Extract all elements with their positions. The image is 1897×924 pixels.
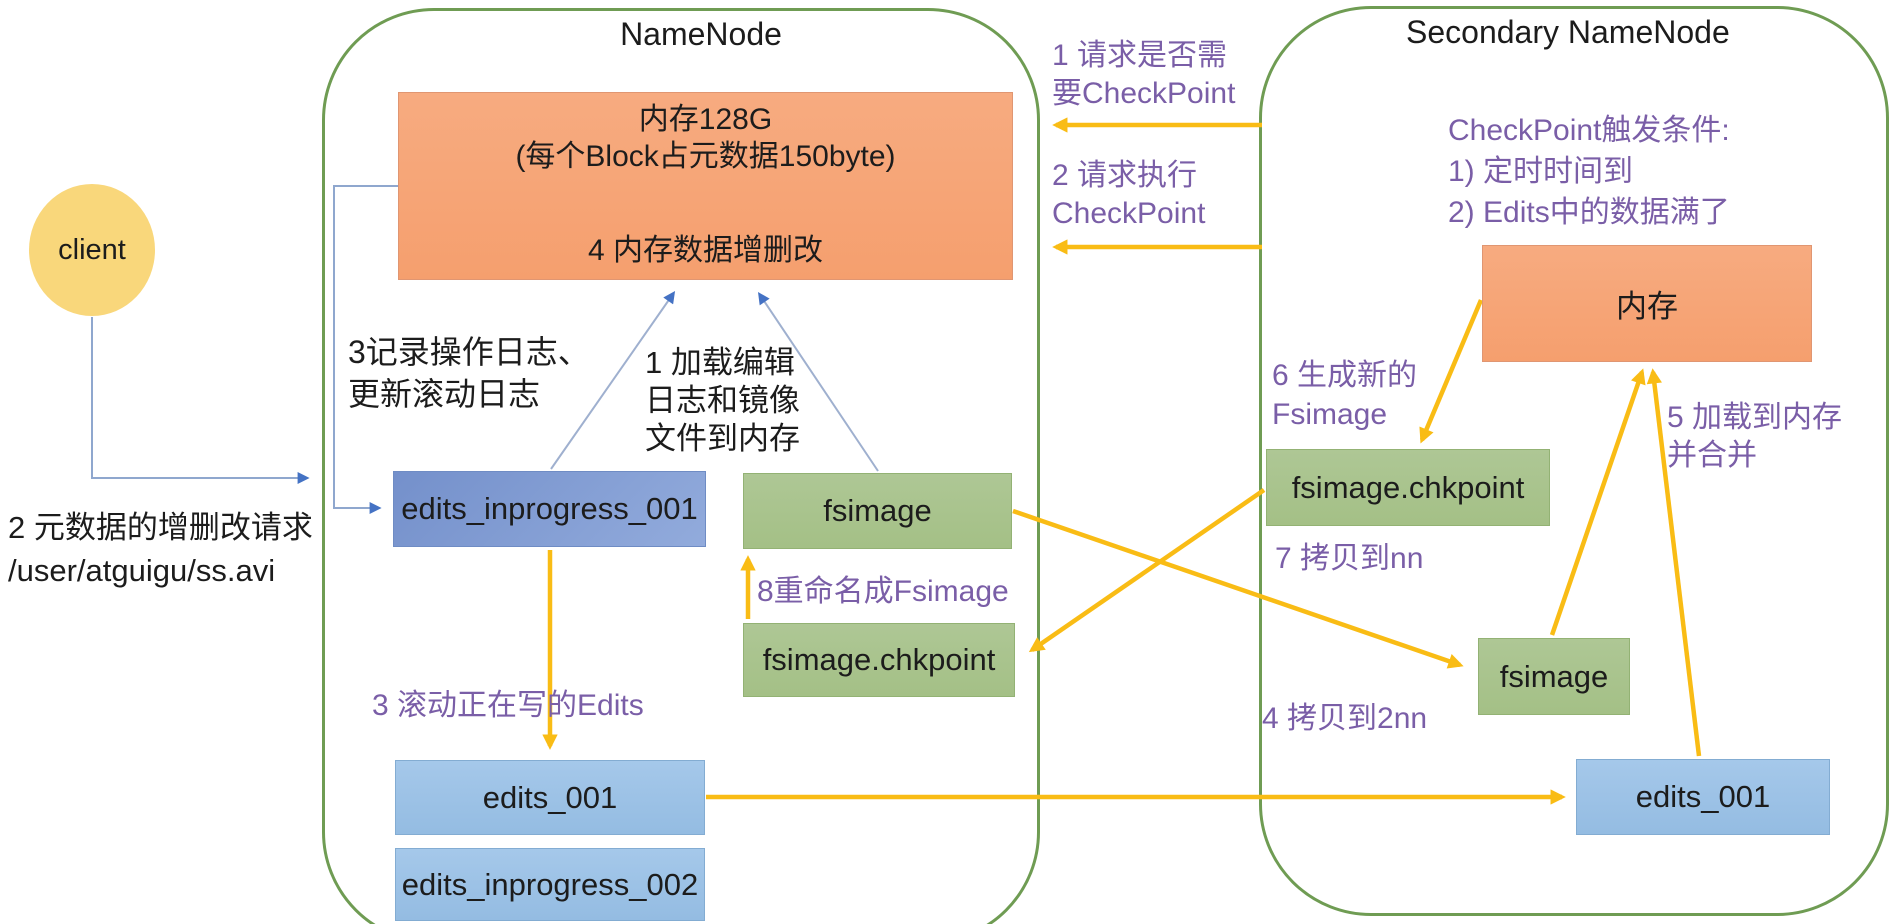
load-to-memory-label-line1: 1 加载编辑 — [645, 345, 795, 380]
memory-block-label: (每个Block占元数据150byte) — [515, 140, 896, 173]
arrow-client-request — [91, 317, 310, 484]
client-request-label-line2: /user/atguigu/ss.avi — [8, 553, 276, 588]
copy-to-2nn-label: 4 拷贝到2nn — [1262, 702, 1428, 735]
copy-to-nn-label: 7 拷贝到nn — [1275, 542, 1424, 575]
client-node: client — [29, 184, 155, 316]
load-merge-label-line2: 并合并 — [1667, 439, 1757, 472]
file-box-edits-inprogress-001: edits_inprogress_001 — [393, 471, 706, 547]
step2-label-line2: CheckPoint — [1052, 197, 1206, 230]
secondary-namenode-title: Secondary NameNode — [1406, 14, 1730, 50]
file-label: edits_inprogress_002 — [401, 866, 699, 902]
load-to-memory-label-line3: 文件到内存 — [645, 421, 800, 456]
file-box-edits-inprogress-002: edits_inprogress_002 — [395, 848, 705, 921]
memory-crud-label: 4 内存数据增删改 — [587, 234, 824, 267]
secondary-memory-box: 内存 — [1482, 245, 1812, 362]
arrow-step5-load-edits — [1646, 368, 1702, 757]
arrow-step6-generate-fsimage — [1419, 299, 1484, 444]
file-box-2nn-edits-001: edits_001 — [1576, 759, 1830, 835]
rename-fsimage-label: 8重命名成Fsimage — [757, 575, 1009, 608]
step1-label-line1: 1 请求是否需 — [1052, 39, 1228, 72]
record-log-label-line2: 更新滚动日志 — [348, 376, 541, 412]
step2-label-line1: 2 请求执行 — [1052, 159, 1198, 192]
namenode-title: NameNode — [620, 16, 782, 52]
arrow-step5-load-fsimage — [1549, 368, 1646, 636]
file-box-2nn-fsimage: fsimage — [1478, 638, 1630, 715]
arrow-record-log-connector — [333, 185, 398, 514]
generate-fsimage-label-line2: Fsimage — [1272, 398, 1388, 431]
record-log-label-line1: 3记录操作日志、 — [348, 334, 590, 370]
arrow-step7-copy-chkpoint-to-nn — [1028, 488, 1266, 653]
file-label: edits_inprogress_001 — [401, 491, 698, 526]
file-box-nn-fsimage-chkpoint: fsimage.chkpoint — [743, 623, 1015, 697]
file-label: edits_001 — [1635, 779, 1771, 814]
secondary-namenode-container — [1259, 6, 1889, 916]
file-box-nn-fsimage: fsimage — [743, 473, 1012, 549]
load-to-memory-label-line2: 日志和镜像 — [645, 383, 800, 418]
file-label: fsimage.chkpoint — [762, 642, 996, 677]
memory-size-label: 内存128G — [638, 103, 773, 136]
arrow-load-edits-to-memory — [550, 291, 676, 470]
roll-edits-label: 3 滚动正在写的Edits — [372, 689, 644, 722]
file-box-nn-edits-001: edits_001 — [395, 760, 705, 835]
arrow-load-fsimage-to-memory — [757, 292, 879, 472]
client-request-label-line1: 2 元数据的增删改请求 — [8, 510, 313, 545]
checkpoint-trigger-line1: CheckPoint触发条件: — [1448, 114, 1730, 147]
load-merge-label-line1: 5 加载到内存 — [1667, 401, 1843, 434]
checkpoint-trigger-line3: 2) Edits中的数据满了 — [1448, 196, 1730, 229]
file-label: edits_001 — [482, 779, 618, 815]
checkpoint-trigger-line2: 1) 定时时间到 — [1448, 155, 1634, 188]
file-label: fsimage — [823, 493, 932, 528]
namenode-memory-box: 内存128G (每个Block占元数据150byte) 4 内存数据增删改 — [398, 92, 1013, 280]
namenode-container — [322, 8, 1040, 924]
step1-label-line2: 要CheckPoint — [1052, 77, 1236, 110]
arrow-step4-copy-fsimage-to-2nn — [1012, 508, 1464, 669]
memory-label: 内存 — [1616, 289, 1678, 324]
file-label: fsimage.chkpoint — [1291, 469, 1525, 505]
generate-fsimage-label-line1: 6 生成新的 — [1272, 359, 1418, 392]
client-label: client — [58, 233, 126, 266]
file-label: fsimage — [1499, 658, 1609, 694]
file-box-2nn-fsimage-chkpoint: fsimage.chkpoint — [1266, 449, 1550, 526]
